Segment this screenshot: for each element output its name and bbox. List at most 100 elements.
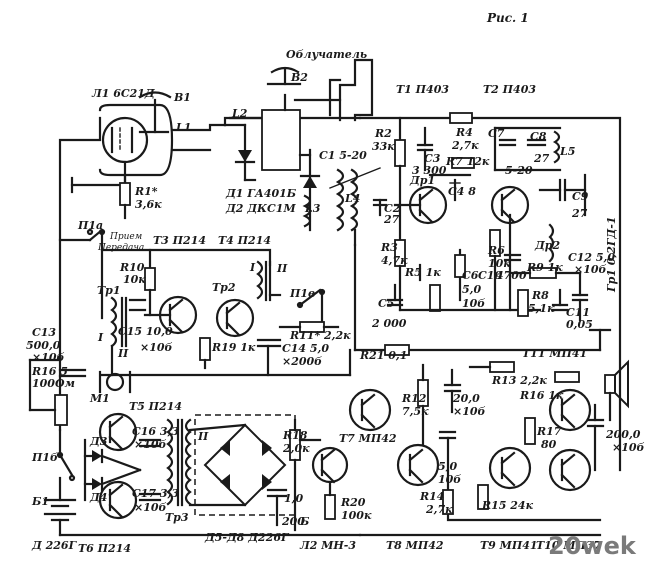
label-r16-name: R16 5 <box>32 365 68 378</box>
label-r7: R7 12к <box>446 155 490 168</box>
label-r20-name: R20 <box>341 496 366 509</box>
r1-resistor <box>119 173 131 220</box>
r16-pot <box>28 358 68 426</box>
c20-cap <box>443 368 462 414</box>
label-c2: C2 <box>384 202 401 215</box>
label-r6-val: 10к <box>488 257 511 270</box>
l1-line <box>170 123 227 132</box>
top-power-rail <box>58 116 102 432</box>
label-r12-name: R12 <box>402 392 427 405</box>
label-c13-val: 500,0 <box>26 339 61 352</box>
transistor-t5 <box>98 412 138 452</box>
label-c4: C4 8 <box>448 185 476 198</box>
label-d3: Д3 <box>90 435 108 448</box>
transistor-t11 <box>548 388 592 432</box>
figure-caption: Рис. 1 <box>487 11 529 25</box>
r13-resistor <box>468 361 515 373</box>
label-t5: T5 П214 <box>129 400 183 413</box>
label-c13-name: C13 <box>32 326 57 339</box>
label-c5-val: 2 000 <box>372 317 407 330</box>
label-l4: L4 <box>345 192 361 205</box>
label-r4-val: 2,7к <box>452 139 479 152</box>
p1b-switch <box>56 428 76 482</box>
label-c20-v: ×10б <box>453 405 486 418</box>
label-b1: B1 <box>174 91 191 104</box>
label-c10-name: C10 <box>478 269 503 282</box>
c9-cap <box>538 173 587 217</box>
c14-cap <box>256 338 282 377</box>
label-c21-v: ×10б <box>612 441 645 454</box>
label-r4-name: R4 <box>456 126 473 139</box>
label-c21-val: 200,0 <box>606 428 641 441</box>
label-r15: R15 24к <box>482 499 534 512</box>
transistor-t9 <box>488 446 532 490</box>
label-r18-val: 2,0к <box>283 442 310 455</box>
label-c18-v: 200 <box>282 515 305 528</box>
label-c7: C7 <box>488 127 505 140</box>
tr2-transformer <box>256 260 282 302</box>
r11-resistor <box>278 321 340 333</box>
label-c11-name: C11 <box>566 306 591 319</box>
label-tr3: Тр3 <box>165 511 189 524</box>
label-r13: R13 2,2к <box>492 374 547 387</box>
label-l5: L5 <box>560 145 576 158</box>
label-c8-val: 27 <box>534 152 550 165</box>
c18-cap <box>266 488 288 527</box>
tube-l1 <box>70 103 174 187</box>
label-c19-val: 5,0 <box>438 460 458 473</box>
label-p1v: П1в <box>290 287 316 300</box>
label-r20-val: 100к <box>341 509 372 522</box>
label-c12: C12 5,0 <box>568 251 616 264</box>
antenna-b1 <box>138 91 172 134</box>
label-d4: Д4 <box>90 491 108 504</box>
label-c15: C15 10,0 <box>118 325 173 338</box>
r12-resistor <box>417 363 429 447</box>
label-c17-v: ×10б <box>134 501 167 514</box>
label-r6-name: R6 <box>488 244 505 257</box>
label-dr2: Др2 <box>535 239 561 252</box>
label-c13-v: ×10б <box>32 351 65 364</box>
label-r3-val: 4,7к <box>381 254 408 267</box>
label-t7: T7 МП42 <box>339 432 397 445</box>
label-t2: T2 П403 <box>483 83 537 96</box>
label-l1: L1 <box>176 121 192 134</box>
label-r21: R21 0,1 <box>360 349 408 362</box>
label-l2: L2 <box>232 107 248 120</box>
label-feed: Облучатель <box>286 48 368 61</box>
label-r8-name: R8 <box>532 289 549 302</box>
label-r11: R11* 2,2к <box>290 329 351 342</box>
label-mode-tx: Передача <box>98 243 145 253</box>
label-c6-val: 5,0 <box>462 283 482 296</box>
label-t10: T10 МП37 <box>536 539 602 552</box>
l5-tank <box>493 126 562 172</box>
transistor-t7 <box>311 446 349 484</box>
if-input <box>329 167 388 247</box>
label-r3-name: R3 <box>381 241 398 254</box>
transistor-t1 <box>393 185 448 225</box>
label-c18-val: 1,0 <box>284 492 304 505</box>
speaker-gr1 <box>604 359 629 422</box>
label-r2-name: R2 <box>375 127 392 140</box>
label-tr1: Tp1 <box>97 284 121 297</box>
mixer-block <box>223 93 321 232</box>
label-c8: C8 <box>530 130 547 143</box>
label-c16-v: ×10б <box>134 438 167 451</box>
label-r2-val: 33к <box>372 140 395 153</box>
label-c1: C1 5-20 <box>319 149 367 162</box>
label-c10-val: 4700 <box>496 269 527 282</box>
if-output <box>508 223 589 322</box>
label-d5-d8: Д5-Д8 Д226Г <box>205 531 289 544</box>
label-r18-name: R18 <box>283 429 308 442</box>
label-l1-tube: Л1 6С21Д <box>92 87 155 100</box>
r17-resistor <box>524 417 536 445</box>
label-p1a: П1а <box>78 219 104 232</box>
microphone-m1 <box>98 370 132 394</box>
r2-r3-chain <box>394 116 542 312</box>
label-c12-v: ×10б <box>574 263 607 276</box>
label-tr2-i: I <box>250 261 256 274</box>
label-tr2: Tp2 <box>212 281 236 294</box>
label-c7-val: 5-20 <box>505 164 533 177</box>
if-coupling <box>416 112 475 202</box>
watermark: 20wek <box>548 532 636 560</box>
